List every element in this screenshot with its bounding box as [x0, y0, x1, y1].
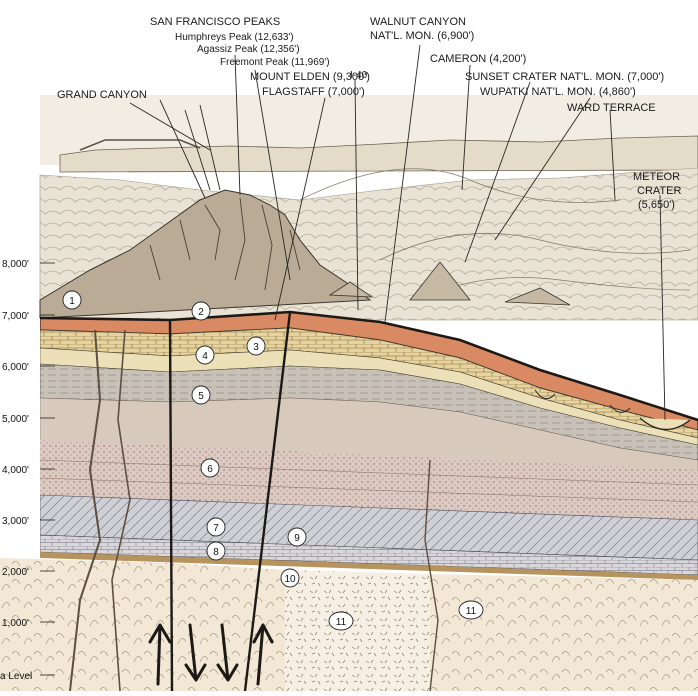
- elevation-5000: 5,000': [2, 414, 29, 425]
- place-labels: GRAND CANYON SAN FRANCISCO PEAKS Humphre…: [57, 16, 681, 211]
- layer-badge-2: [191, 301, 211, 321]
- layer-badge-10: [280, 568, 300, 588]
- layer-num-8: 8: [213, 547, 219, 558]
- basement-granite: [285, 570, 430, 691]
- label-cameron: CAMERON (4,200'): [430, 53, 526, 65]
- layer-num-10: 10: [284, 574, 296, 585]
- label-sf-peaks: SAN FRANCISCO PEAKS: [150, 16, 280, 28]
- label-humphreys: Humphreys Peak (12,633'): [175, 32, 294, 43]
- basement-schist-right: [430, 574, 698, 691]
- elevation-6000: 6,000': [2, 362, 29, 373]
- label-sunset-crater: SUNSET CRATER NAT'L. MON. (7,000'): [465, 71, 664, 83]
- fault-arrows: [148, 623, 274, 686]
- layer-tapeats: [40, 552, 698, 580]
- volcanic-conduit: [69, 329, 102, 692]
- layer-badge-7: [206, 517, 226, 537]
- layer-num-6: 6: [207, 464, 213, 475]
- layer-num-4: 4: [202, 351, 208, 362]
- layer-num-2: 2: [198, 307, 204, 318]
- layer-num-11b: 11: [466, 606, 477, 617]
- label-ward-terrace: WARD TERRACE: [567, 102, 656, 114]
- label-grand-canyon: GRAND CANYON: [57, 89, 147, 101]
- elevation-8000: 8,000': [2, 259, 29, 270]
- label-wupatki: WUPATKI NAT'L. MON. (4,860'): [480, 86, 636, 98]
- label-freemont: Freemont Peak (11,969'): [220, 57, 330, 68]
- label-meteor-2: CRATER: [637, 185, 681, 197]
- ground-surface: [39, 310, 698, 422]
- layer-num-1: 1: [69, 296, 75, 307]
- elevation-2000: 2,000': [2, 567, 29, 578]
- layer-badge-3: [246, 336, 266, 356]
- layer-num-7: 7: [213, 523, 219, 534]
- label-mount-elden: MOUNT ELDEN (9,300'): [250, 71, 370, 83]
- layer-badge-11b: [458, 600, 484, 620]
- label-walnut-nm: NAT'L. MON. (6,900'): [370, 30, 474, 42]
- layer-badge-5: [191, 385, 211, 405]
- layer-badge-11a: [328, 611, 354, 631]
- elevation-7000: 7,000': [2, 311, 29, 322]
- layer-badge-6: [200, 458, 220, 478]
- fault-line-left: [168, 319, 174, 692]
- elevation-4000: 4,000': [2, 465, 29, 476]
- label-agassiz: Agassiz Peak (12,356'): [197, 44, 300, 55]
- layer-badges: [62, 290, 484, 631]
- elevation-sea-level: a Level: [0, 671, 32, 682]
- label-walnut-canyon: WALNUT CANYON: [370, 16, 466, 28]
- label-meteor-1: METEOR: [633, 171, 680, 183]
- elevation-axis: 8,000' 7,000' 6,000' 5,000' 4,000' 3,000…: [0, 259, 55, 682]
- label-i40: I-40: [350, 70, 368, 81]
- fault-line-right: [243, 311, 292, 692]
- elevation-3000: 3,000': [2, 516, 29, 527]
- layer-badge-9: [287, 527, 307, 547]
- layer-num-3: 3: [253, 342, 259, 353]
- layer-num-11a: 11: [336, 617, 347, 628]
- label-meteor-3: (5,650'): [638, 199, 675, 211]
- layer-redbeds: [40, 440, 698, 520]
- elevation-1000: 1,000': [2, 618, 29, 629]
- meteor-crater-bowl: [639, 417, 691, 431]
- layer-badge-4: [195, 345, 215, 365]
- grand-canyon-rim: [59, 135, 698, 173]
- leader-lines: [129, 44, 666, 421]
- basement-schist-left: [0, 558, 170, 691]
- label-flagstaff: FLAGSTAFF (7,000'): [262, 86, 365, 98]
- layer-badge-1: [62, 290, 82, 310]
- layer-num-9: 9: [294, 533, 300, 544]
- layer-badge-8: [206, 541, 226, 561]
- layer-num-5: 5: [198, 391, 204, 402]
